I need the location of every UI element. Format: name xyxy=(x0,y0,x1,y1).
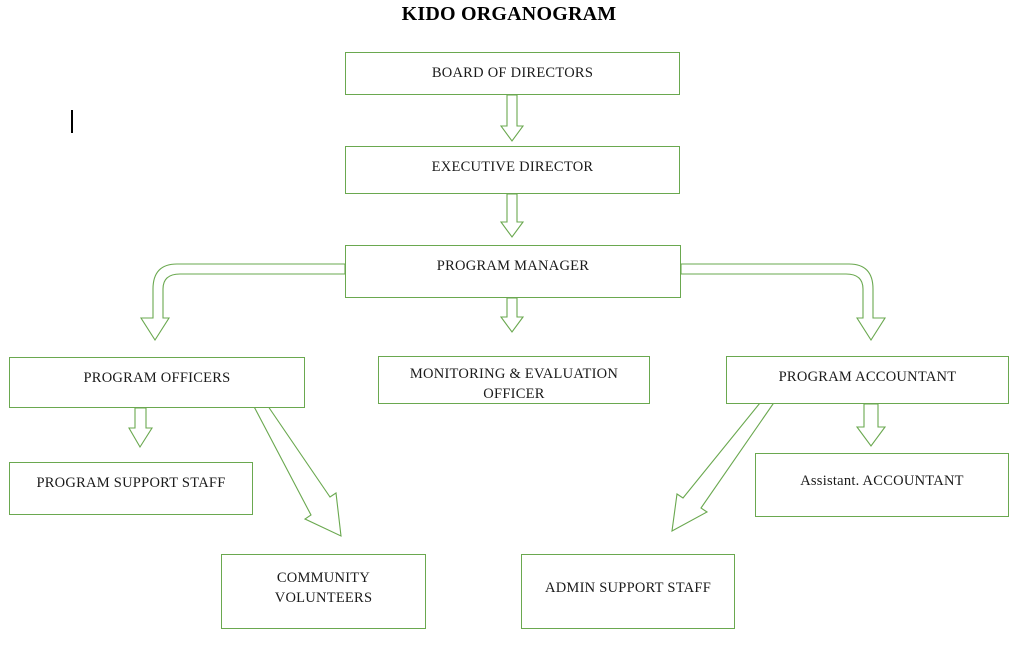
node-label: MONITORING & EVALUATION OFFICER xyxy=(379,365,649,403)
node-label-line-2: VOLUNTEERS xyxy=(274,589,373,606)
page-title: KIDO ORGANOGRAM xyxy=(401,3,617,25)
node-admin-support-staff[interactable]: ADMIN SUPPORT STAFF xyxy=(521,554,735,629)
node-label-line-1: MONITORING & EVALUATION xyxy=(409,366,619,382)
node-assistant-accountant[interactable]: Assistant. ACCOUNTANT xyxy=(755,453,1009,517)
connector-executive-director-to-program-manager xyxy=(499,193,525,238)
node-program-support-staff[interactable]: PROGRAM SUPPORT STAFF xyxy=(9,462,253,515)
node-community-volunteers[interactable]: COMMUNITY VOLUNTEERS xyxy=(221,554,426,629)
connector-program-manager-to-program-officers xyxy=(139,263,346,342)
node-label-line-2: OFFICER xyxy=(483,385,545,402)
node-label: PROGRAM ACCOUNTANT xyxy=(778,369,957,385)
node-executive-director[interactable]: EXECUTIVE DIRECTOR xyxy=(345,146,680,194)
node-label: PROGRAM SUPPORT STAFF xyxy=(36,475,226,491)
node-monitoring-evaluation-officer[interactable]: MONITORING & EVALUATION OFFICER xyxy=(378,356,650,404)
node-label: BOARD OF DIRECTORS xyxy=(431,65,594,81)
node-label: EXECUTIVE DIRECTOR xyxy=(431,159,594,175)
node-label-line-1: COMMUNITY xyxy=(276,570,371,586)
node-program-accountant[interactable]: PROGRAM ACCOUNTANT xyxy=(726,356,1009,404)
connector-program-accountant-to-assistant-accountant xyxy=(855,403,887,447)
connector-program-officers-to-community-volunteers xyxy=(249,392,342,537)
node-program-manager[interactable]: PROGRAM MANAGER xyxy=(345,245,681,298)
node-label: ADMIN SUPPORT STAFF xyxy=(544,580,712,596)
text-cursor-caret xyxy=(71,110,73,133)
node-label: Assistant. ACCOUNTANT xyxy=(800,473,964,489)
node-board-of-directors[interactable]: BOARD OF DIRECTORS xyxy=(345,52,680,95)
node-label: PROGRAM OFFICERS xyxy=(83,370,231,386)
node-program-officers[interactable]: PROGRAM OFFICERS xyxy=(9,357,305,408)
connector-program-officers-to-support-staff xyxy=(128,407,153,449)
node-label: PROGRAM MANAGER xyxy=(436,258,590,274)
node-label: COMMUNITY VOLUNTEERS xyxy=(222,569,425,628)
connector-program-manager-to-me-officer xyxy=(499,297,525,333)
connector-program-manager-to-program-accountant xyxy=(680,263,887,342)
connector-board-to-executive-director xyxy=(499,94,525,142)
